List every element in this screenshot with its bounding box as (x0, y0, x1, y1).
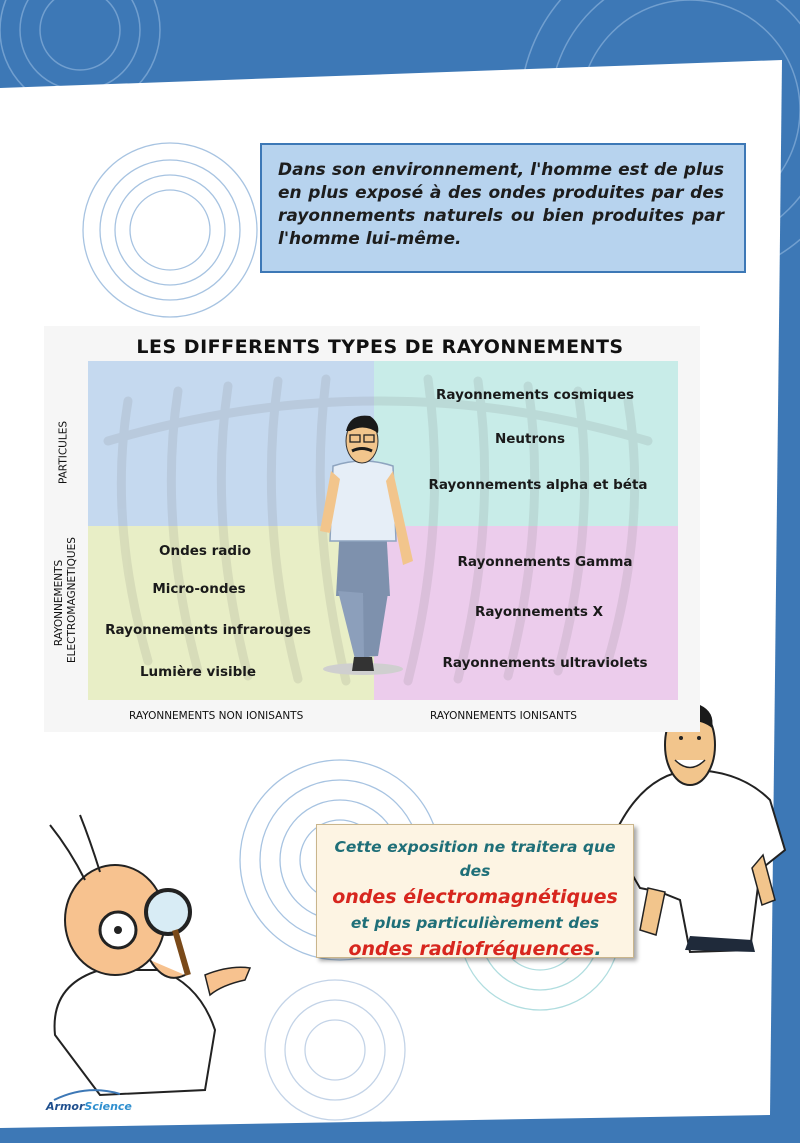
bubble-line3: et plus particulièrement des (350, 914, 600, 932)
logo-text-armor: Armor (46, 1100, 85, 1113)
x-label-ionisants: RAYONNEMENTS IONISANTS (430, 710, 577, 722)
top-right-item: Rayonnements cosmiques (435, 387, 635, 403)
top-right-item: Rayonnements alpha et béta (428, 477, 648, 493)
bottom-left-item: Lumière visible (139, 664, 257, 680)
y-label-line1: RAYONNEMENTS (53, 559, 65, 647)
armorscience-logo: ArmorScience (46, 1100, 132, 1113)
x-label-non-ionisants: RAYONNEMENTS NON IONISANTS (129, 710, 304, 722)
top-right-item: Neutrons (494, 431, 566, 447)
wave-and-walking-man-illustration (103, 374, 653, 686)
logo-text-science: Science (84, 1100, 132, 1113)
speech-bubble: Cette exposition ne traitera que des ond… (316, 824, 634, 960)
bottom-left-item: Rayonnements infrarouges (105, 622, 311, 638)
y-label-rayonnements-em: RAYONNEMENTS ELECTROMAGNETIQUES (53, 537, 79, 663)
y-label-line2: ELECTROMAGNETIQUES (66, 537, 78, 663)
bubble-line2: ondes électromagnétiques (332, 886, 618, 908)
bottom-right-item: Rayonnements Gamma (457, 554, 633, 570)
y-label-particules: PARTICULES (57, 420, 70, 485)
bottom-left-item: Ondes radio (159, 543, 251, 559)
logo-swoosh-icon (53, 1089, 121, 1101)
bubble-line4-suffix: . (594, 938, 602, 960)
intro-text: Dans son environnement, l'homme est de p… (278, 160, 724, 249)
bottom-right-item: Rayonnements ultraviolets (442, 655, 648, 671)
intro-text-box: Dans son environnement, l'homme est de p… (260, 143, 746, 273)
bubble-line4-text: ondes radiofréquences (348, 938, 595, 960)
bubble-line4: ondes radiofréquences. (317, 935, 633, 963)
scientist-with-magnifier-illustration (49, 814, 252, 1097)
chart-title: LES DIFFERENTS TYPES DE RAYONNEMENTS (136, 336, 624, 358)
bottom-left-item: Micro-ondes (152, 581, 246, 597)
quadrant-top-right (374, 361, 678, 526)
bubble-line1: Cette exposition ne traitera que des (334, 838, 616, 880)
bottom-right-item: Rayonnements X (475, 604, 603, 620)
quadrant-bottom-right (374, 526, 678, 700)
